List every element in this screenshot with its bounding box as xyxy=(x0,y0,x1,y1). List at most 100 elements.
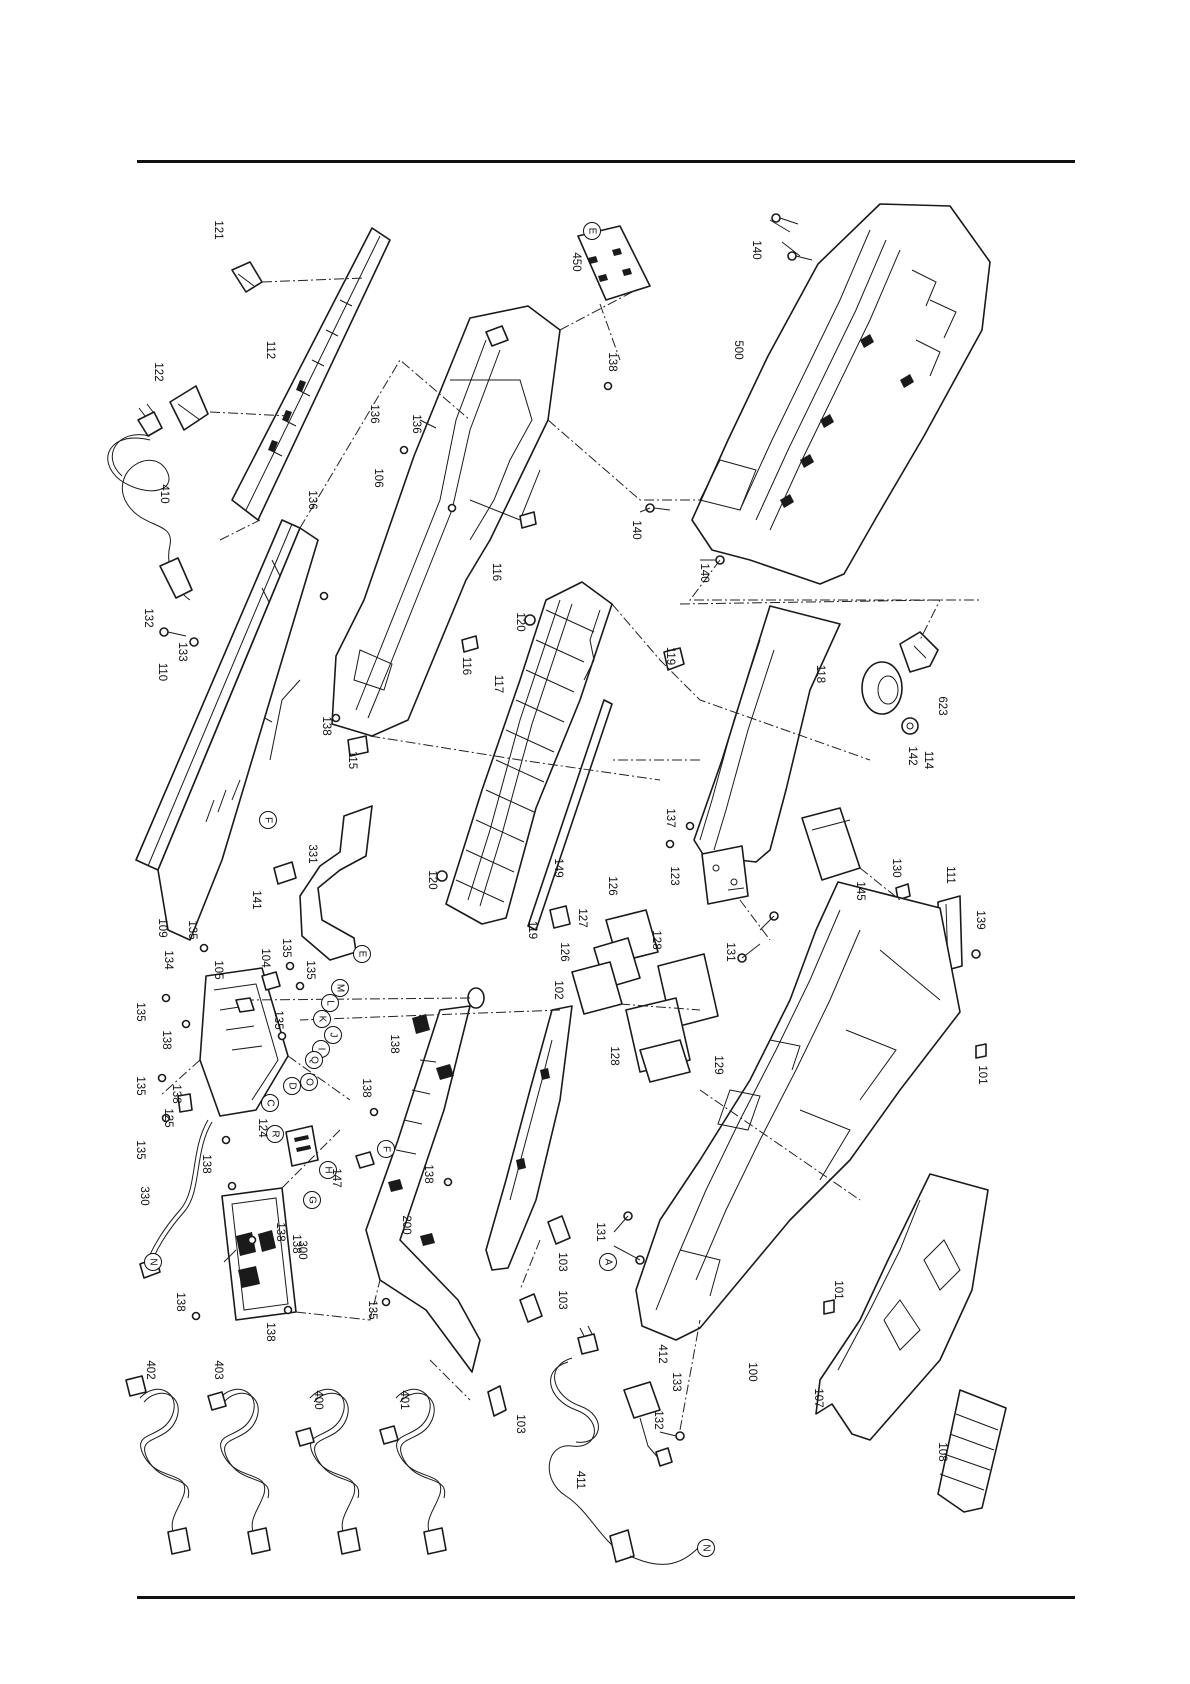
connector-E-label-2: E xyxy=(357,951,368,958)
connector-M-marker: M xyxy=(331,979,349,997)
label-402: 402 xyxy=(144,1360,156,1379)
label-138: 138 xyxy=(320,716,332,735)
part-300-power-board xyxy=(221,1187,297,1321)
label-120: 120 xyxy=(514,612,526,631)
part-145-cushion xyxy=(801,807,861,881)
part-130-pad xyxy=(895,883,911,901)
connector-F-marker-mid: F xyxy=(377,1140,395,1158)
label-139: 139 xyxy=(974,910,986,929)
connector-L-label: L xyxy=(325,1000,336,1006)
part-411-power-cable xyxy=(548,1325,699,1565)
connector-N-marker-left: N xyxy=(144,1253,162,1271)
label-135: 135 xyxy=(272,1010,284,1029)
label-103: 103 xyxy=(514,1414,526,1433)
part-412-connector xyxy=(623,1381,673,1467)
label-105: 105 xyxy=(212,960,224,979)
part-116-spacers xyxy=(461,511,537,653)
connector-E-marker-left: E xyxy=(353,945,371,963)
bottom-rule xyxy=(137,1596,1075,1599)
part-101-feet xyxy=(823,1043,987,1315)
label-121: 121 xyxy=(212,220,224,239)
part-147-part xyxy=(355,1151,375,1169)
part-104-piece xyxy=(261,971,281,991)
label-116: 116 xyxy=(460,657,472,675)
part-114-platen-knob xyxy=(861,661,903,715)
label-125: 125 xyxy=(162,1108,174,1127)
connector-N-marker-bottom: N xyxy=(697,1539,715,1557)
connector-M-label: M xyxy=(335,984,346,992)
connector-A-marker: A xyxy=(599,1253,617,1271)
label-135: 135 xyxy=(134,1002,146,1021)
connector-O-label: O xyxy=(304,1078,315,1086)
label-138: 138 xyxy=(170,1084,182,1103)
part-137-screws xyxy=(665,821,695,849)
part-118-sheet-tray xyxy=(693,605,841,863)
label-500: 500 xyxy=(732,340,744,359)
connector-O-marker: O xyxy=(300,1073,318,1091)
part-132-133-screws-lower xyxy=(659,1431,685,1441)
label-131: 131 xyxy=(594,1222,606,1241)
label-114: 114 xyxy=(922,751,934,770)
part-402-power-cord xyxy=(125,1375,191,1555)
label-412: 412 xyxy=(656,1344,668,1363)
connector-A-label: A xyxy=(603,1259,614,1266)
connector-L-marker: L xyxy=(321,994,339,1012)
label-106: 106 xyxy=(372,468,384,487)
label-120: 120 xyxy=(426,870,438,889)
label-300: 300 xyxy=(296,1240,308,1259)
connector-E-marker-top: E xyxy=(583,222,601,240)
label-118: 118 xyxy=(814,665,826,683)
label-138: 138 xyxy=(174,1292,186,1311)
part-108-paper-rest xyxy=(937,1389,1007,1513)
part-124-connector xyxy=(285,1125,319,1167)
label-135: 135 xyxy=(186,920,198,939)
connector-R-marker: R xyxy=(266,1125,284,1143)
connector-I-label: I xyxy=(316,1048,327,1051)
label-129: 129 xyxy=(712,1055,724,1074)
label-141: 141 xyxy=(250,890,262,909)
part-107-lid xyxy=(815,1173,989,1441)
label-101: 101 xyxy=(832,1280,844,1299)
label-138: 138 xyxy=(290,1234,302,1253)
label-127: 127 xyxy=(576,908,588,927)
part-105-frame xyxy=(199,967,289,1117)
label-100: 100 xyxy=(746,1362,758,1381)
connector-H-label: H xyxy=(323,1166,334,1173)
label-137: 137 xyxy=(664,808,676,827)
label-450: 450 xyxy=(570,252,582,271)
part-403-power-cord xyxy=(207,1388,271,1555)
connector-markers: A C D E E F F G H I J K L M N N O Q R xyxy=(144,222,715,1557)
label-136: 136 xyxy=(368,404,380,423)
label-410: 410 xyxy=(158,484,170,503)
part-149-strip xyxy=(527,699,613,931)
part-139-screw xyxy=(971,949,981,959)
label-133: 133 xyxy=(670,1372,682,1391)
label-138: 138 xyxy=(422,1164,434,1183)
label-138: 138 xyxy=(200,1154,212,1173)
label-130: 130 xyxy=(890,858,902,877)
label-138: 138 xyxy=(606,352,618,371)
label-138: 138 xyxy=(264,1322,276,1341)
label-138: 138 xyxy=(388,1034,400,1053)
label-140: 140 xyxy=(630,520,642,539)
connector-D-label: D xyxy=(287,1082,298,1089)
part-135-138-screws xyxy=(157,381,613,1321)
label-108: 108 xyxy=(936,1442,948,1461)
label-138: 138 xyxy=(360,1078,372,1097)
connector-E-label: E xyxy=(587,228,598,235)
label-102: 102 xyxy=(552,980,564,999)
label-126: 126 xyxy=(606,876,618,895)
label-116: 116 xyxy=(490,563,502,581)
label-140: 140 xyxy=(698,563,710,582)
connector-N-label-2: N xyxy=(701,1544,712,1551)
part-128-box-lower xyxy=(625,997,691,1083)
label-119: 119 xyxy=(526,921,538,939)
part-401-power-cord xyxy=(379,1388,447,1555)
connector-F-label-2: F xyxy=(381,1146,392,1152)
label-109: 109 xyxy=(156,918,168,937)
label-135: 135 xyxy=(304,960,316,979)
label-126: 126 xyxy=(558,942,570,961)
label-132: 132 xyxy=(652,1410,664,1429)
label-145: 145 xyxy=(854,881,866,900)
label-107: 107 xyxy=(812,1388,824,1407)
